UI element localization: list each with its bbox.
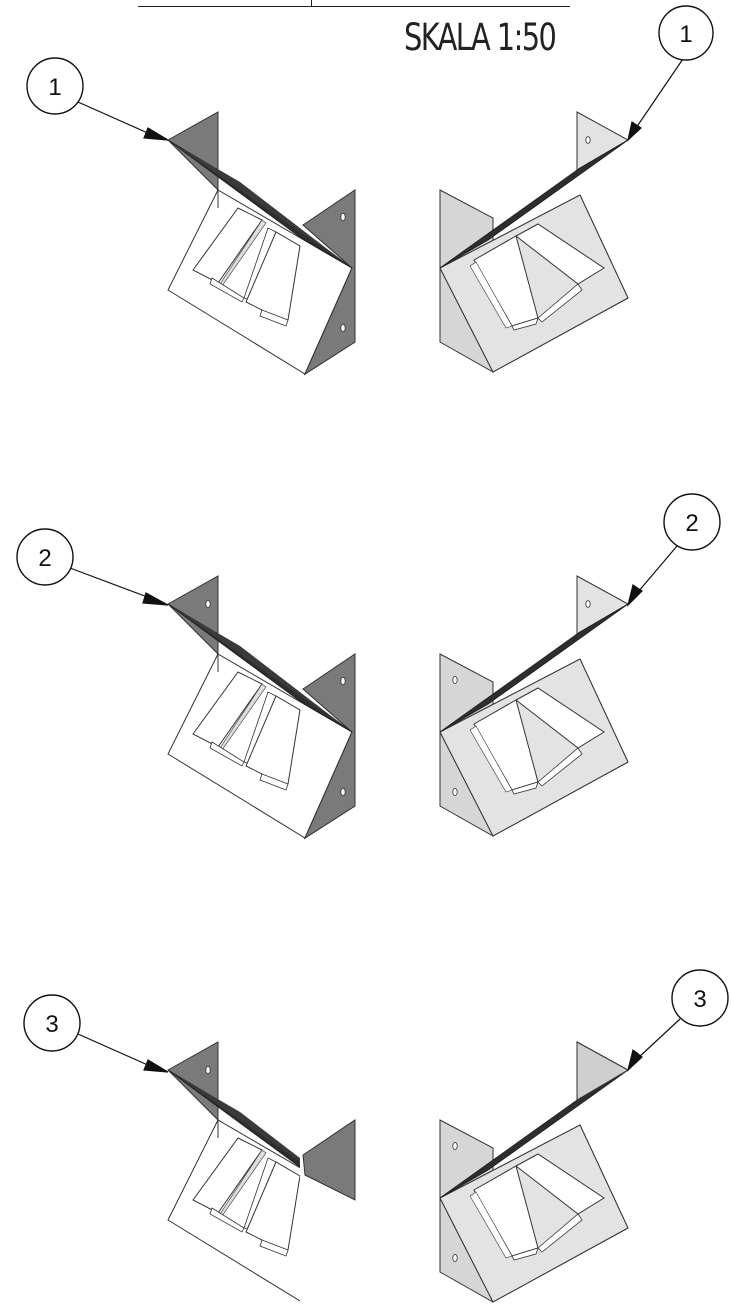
- balloon-2-right: 2: [663, 493, 721, 551]
- svg-text:1: 1: [48, 74, 61, 101]
- scale-label: SKALA 1:50: [404, 16, 557, 59]
- view-3-right: [440, 1041, 630, 1302]
- title-tick-mark: [311, 0, 312, 6]
- view-1-right: [439, 111, 629, 373]
- view-2-right: [440, 576, 628, 836]
- svg-text:2: 2: [38, 545, 51, 572]
- view-2-left: [167, 575, 356, 839]
- svg-text:3: 3: [45, 1011, 58, 1038]
- balloon-1-right: 1: [658, 5, 714, 61]
- balloon-1-left: 1: [26, 57, 84, 115]
- svg-text:1: 1: [679, 21, 692, 48]
- balloon-3-left: 3: [23, 994, 81, 1052]
- title-underline: [138, 6, 570, 7]
- balloon-3-right: 3: [671, 969, 729, 1027]
- svg-text:2: 2: [685, 510, 698, 537]
- view-3-left: [167, 1041, 360, 1308]
- balloon-2-left: 2: [16, 528, 74, 586]
- leaders: [69, 52, 688, 1073]
- view-1-left: [167, 111, 356, 375]
- svg-text:3: 3: [693, 986, 706, 1013]
